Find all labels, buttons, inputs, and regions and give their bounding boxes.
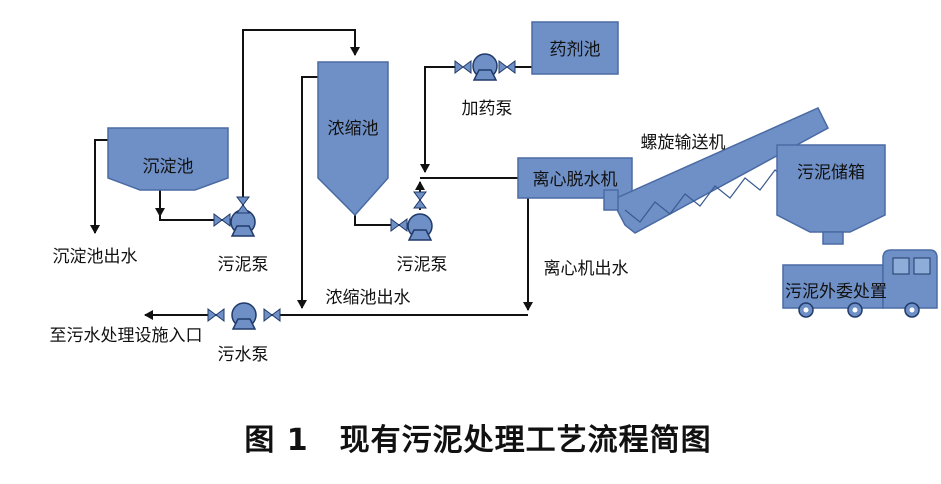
sludge-pump-2-icon [390, 191, 433, 241]
chemical-tank [531, 21, 619, 75]
thickening-tank [317, 61, 389, 217]
truck-icon [782, 249, 938, 318]
pipe-dosing-down [420, 66, 455, 173]
pipe-thick-overflow [297, 76, 318, 309]
sedimentation-tank-label: 沉淀池 [143, 157, 194, 177]
pipe-thick-to-pump2 [354, 215, 405, 226]
outsource-label: 污泥外委处置 [785, 282, 887, 302]
thickening-tank-label: 浓缩池 [328, 119, 379, 139]
pipe-pump1-to-thickener [242, 29, 360, 210]
sludge-bin [776, 144, 886, 245]
dosing-pump-icon [454, 53, 516, 81]
figure-caption: 图 1 现有污泥处理工艺流程简图 [244, 423, 711, 458]
sewage-pump-icon [207, 302, 281, 330]
sludge-pump-1-label: 污泥泵 [218, 255, 269, 275]
screw-conveyor-label: 螺旋输送机 [641, 133, 726, 153]
pipe-sed-outlet [90, 139, 108, 234]
sed-outlet-label: 沉淀池出水 [53, 247, 138, 267]
sedimentation-tank [107, 127, 229, 191]
thick-outlet-label: 浓缩池出水 [326, 288, 411, 308]
sludge-pump-1-icon [213, 196, 256, 237]
chemical-tank-label: 药剂池 [550, 40, 601, 60]
to-treatment-label: 至污水处理设施入口 [50, 326, 203, 346]
dosing-pump-label: 加药泵 [462, 99, 513, 119]
sludge-pump-2-label: 污泥泵 [397, 255, 448, 275]
centrifuge-label: 离心脱水机 [533, 170, 618, 190]
centrifuge [517, 157, 633, 199]
pipe-sed-to-pump1 [159, 190, 228, 221]
sludge-bin-label: 污泥储箱 [797, 163, 865, 183]
sewage-pump-label: 污水泵 [218, 345, 269, 365]
centrifuge-outlet-label: 离心机出水 [544, 259, 629, 279]
